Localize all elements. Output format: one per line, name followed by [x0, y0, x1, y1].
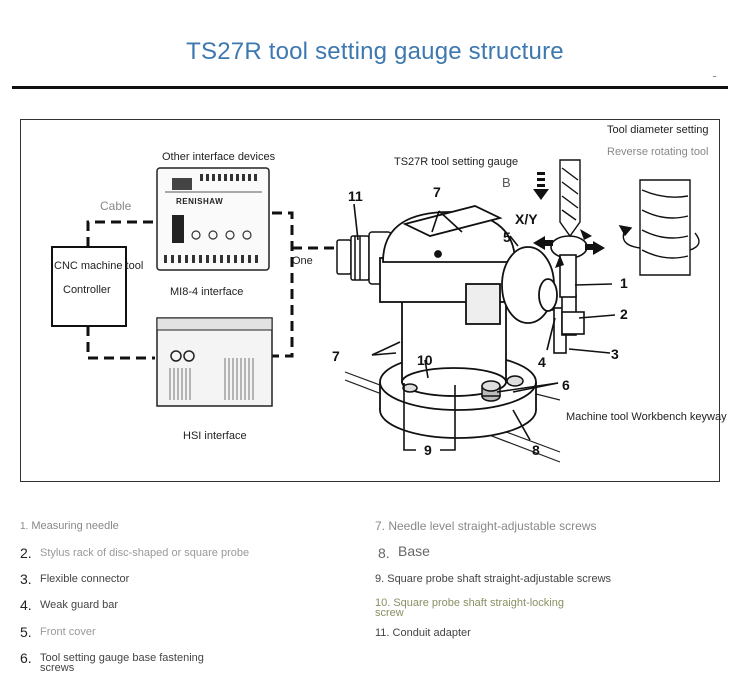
legend-item-5: 5. Front cover — [20, 624, 96, 640]
callout-5: 5 — [503, 229, 511, 245]
callout-6: 6 — [562, 377, 570, 393]
label-one: One — [292, 255, 313, 267]
label-reverse-rotating-tool: Reverse rotating tool — [607, 146, 709, 158]
legend-number: 8. — [378, 545, 390, 561]
callout-7-top: 7 — [433, 184, 441, 200]
legend-item-3: 3. Flexible connector — [20, 571, 129, 587]
legend-text: 10. Square probe shaft straight-locking … — [375, 597, 564, 619]
legend-item-2: 2. Stylus rack of disc-shaped or square … — [20, 545, 249, 561]
legend-number: 2. — [20, 545, 32, 561]
legend-text: Weak guard bar — [40, 599, 119, 611]
label-other-devices: Other interface devices — [162, 151, 276, 163]
legend-text: Tool setting gauge base fastening screws — [40, 652, 204, 674]
base-screws — [402, 375, 524, 402]
label-tool-diameter-setting: Tool diameter setting — [607, 124, 709, 136]
mi8-interface-device — [156, 167, 270, 271]
title-divider — [12, 86, 728, 89]
cable-to-hsi — [86, 326, 155, 360]
callout-11: 11 — [348, 188, 363, 204]
hsi-interface-device — [156, 317, 273, 407]
callout-1: 1 — [620, 275, 628, 291]
legend-number: 5. — [20, 624, 32, 640]
label-cnc-machine-tool: CNC machine tool — [54, 260, 144, 272]
legend-text: 11. Conduit adapter — [375, 627, 471, 639]
xy-direction-arrows — [533, 229, 605, 268]
legend-text: Measuring needle — [31, 520, 119, 532]
label-controller: Controller — [63, 284, 111, 296]
legend-item-6: 6. Tool setting gauge base fastening scr… — [20, 650, 210, 674]
label-cable: Cable — [100, 199, 132, 213]
leader-lines — [353, 203, 616, 451]
label-ts27r-gauge: TS27R tool setting gauge — [394, 156, 519, 168]
diagram-frame — [20, 119, 720, 482]
legend-text: 9. Square probe shaft straight-adjustabl… — [375, 573, 612, 585]
conduit-adapter — [336, 231, 392, 285]
legend-item-8: 8. Base — [378, 543, 430, 561]
label-mi8-interface: MI8-4 interface — [170, 286, 244, 298]
label-workbench-keyway: Machine tool Workbench keyway — [566, 411, 727, 423]
tick-mark — [713, 76, 716, 77]
legend-item-9: 9. Square probe shaft straight-adjustabl… — [375, 571, 612, 585]
callout-2: 2 — [620, 306, 628, 322]
legend-text: Stylus rack of disc-shaped or square pro… — [40, 547, 250, 559]
gauge-head — [382, 205, 516, 325]
renishaw-logo: RENISHAW — [176, 197, 224, 206]
legend-text: 7. Needle level straight-adjustable scre… — [375, 519, 597, 533]
legend-item-7: 7. Needle level straight-adjustable scre… — [375, 518, 597, 533]
callout-4: 4 — [538, 354, 546, 370]
legend-number: 6. — [20, 650, 32, 666]
legend-item-11: 11. Conduit adapter — [375, 625, 471, 639]
reverse-rotating-tool — [618, 179, 700, 276]
front-cover — [501, 246, 558, 324]
legend-item-4: 4. Weak guard bar — [20, 597, 118, 613]
label-hsi-interface: HSI interface — [183, 430, 247, 442]
cable-to-mi8 — [86, 220, 155, 247]
label-direction-xy: X/Y — [515, 211, 538, 227]
callout-8: 8 — [532, 442, 540, 458]
callout-3: 3 — [611, 346, 619, 362]
b-direction-arrow — [533, 172, 549, 200]
page-title: TS27R tool setting gauge structure — [186, 38, 564, 65]
legend-text: Base — [398, 543, 430, 559]
label-direction-b: B — [502, 175, 511, 190]
legend-item-1: 1. Measuring needle — [20, 518, 119, 533]
cable-mi8-hsi — [272, 211, 294, 358]
cnc-controller-box — [51, 246, 127, 327]
legend-number: 4. — [20, 597, 32, 613]
legend-text: Front cover — [40, 626, 96, 638]
cutting-tool — [559, 159, 581, 238]
callout-9: 9 — [424, 442, 432, 458]
legend-number: 3. — [20, 571, 32, 587]
legend-item-10: 10. Square probe shaft straight-locking … — [375, 595, 575, 619]
legend-number: 1. — [20, 521, 29, 532]
stylus-assembly — [550, 235, 588, 354]
legend-text: Flexible connector — [40, 573, 130, 585]
callout-10: 10 — [417, 352, 433, 368]
callout-7-left: 7 — [332, 348, 340, 364]
